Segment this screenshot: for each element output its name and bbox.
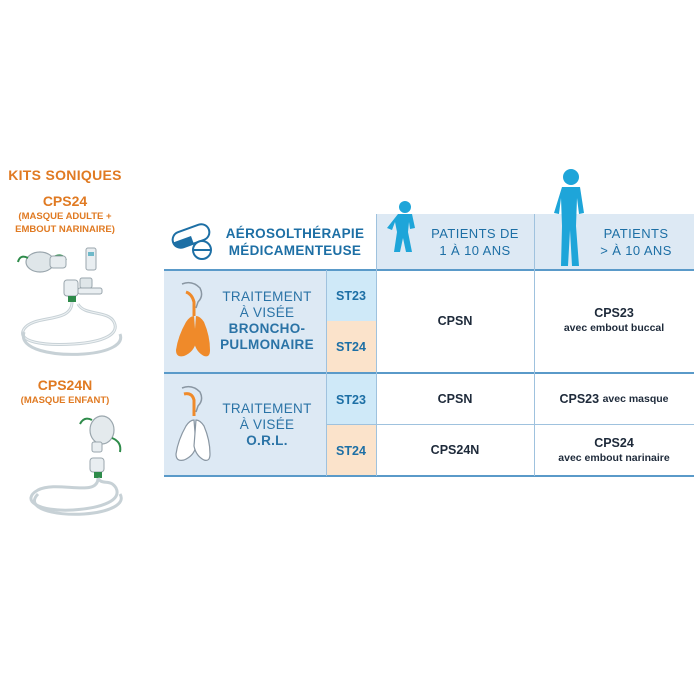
orl-line1: TRAITEMENT [222,401,312,416]
header-adults-line2: > À 10 ANS [600,243,672,258]
divider-adults-left [534,214,535,476]
broncho-kids-text: CPSN [437,313,473,328]
pills-icon [171,223,212,260]
broncho-adults-text: CPS23 [594,306,634,320]
orl-line3: O.R.L. [246,433,288,448]
divider-orl-row [326,424,694,425]
header-title-line1: AÉROSOLTHÉRAPIE [225,226,365,241]
table-header-kids: PATIENTS DE 1 À 10 ANS [376,201,534,270]
orl-row2-kids: CPS24N [376,425,534,476]
kit1-desc-line2: EMBOUT NARINAIRE) [15,224,115,235]
divider-st-left [326,270,327,476]
kit2-desc: (MASQUE ENFANT) [20,395,110,406]
broncho-kids-value: CPSN [376,270,534,372]
lungs-icon [176,281,210,357]
orl-line2: À VISÉE [239,417,295,432]
adult-silhouette-icon [554,169,584,266]
kit1-name: CPS24 [42,193,88,209]
nebulizer-child-mask-kit-icon [29,415,123,516]
broncho-adults-note: avec embout buccal [563,322,665,334]
orl-row2-adults-text: CPS24 [594,435,634,450]
divider-section [164,372,694,374]
table-header-title: AÉROSOLTHÉRAPIE MÉDICAMENTEUSE [164,214,376,270]
broncho-line2: À VISÉE [239,305,295,320]
orl-treatment-cell: TRAITEMENT À VISÉE O.R.L. [164,374,326,476]
orl-row1-kids-text: CPSN [437,392,473,406]
orl-row2-kids-text: CPS24N [430,443,480,457]
header-adults-line1: PATIENTS [603,226,669,241]
ent-lungs-icon [175,385,211,461]
broncho-adults-value: CPS23 avec embout buccal [534,270,694,372]
table-header-adults: PATIENTS > À 10 ANS [534,169,694,270]
kits-title: KITS SONIQUES [8,167,122,183]
orl-row1-adults-text: CPS23 [559,392,600,406]
orl-row2-adults-note: avec embout narinaire [558,451,670,464]
child-silhouette-icon [387,201,415,252]
broncho-line3: BRONCHO- [228,321,306,336]
divider-kids-left [376,214,377,476]
divider-header [164,269,694,271]
orl-row2-adults: CPS24 avec embout narinaire [534,425,694,476]
orl-row1-kids: CPSN [376,374,534,425]
header-kids-line2: 1 À 10 ANS [439,243,511,258]
broncho-st24: ST24 [326,321,376,372]
nebulizer-mask-kit-icon [17,247,123,356]
broncho-st23: ST23 [326,270,376,321]
orl-st24: ST24 [326,425,376,476]
orl-row1-adults: CPS23 avec masque [534,374,694,425]
kit2-name: CPS24N [37,377,93,393]
aerosol-table: AÉROSOLTHÉRAPIE MÉDICAMENTEUSE PATIENTS … [164,169,694,477]
kit1-desc-line1: (MASQUE ADULTE + [18,211,112,222]
header-kids-line1: PATIENTS DE [431,226,519,241]
orl-st23: ST23 [326,374,376,425]
broncho-line1: TRAITEMENT [222,289,312,304]
header-title-line2: MÉDICAMENTEUSE [228,243,362,258]
broncho-treatment-cell: TRAITEMENT À VISÉE BRONCHO- PULMONAIRE [164,270,326,372]
divider-bottom [164,475,694,477]
broncho-line4: PULMONAIRE [220,337,314,352]
orl-row1-adults-note: avec masque [602,393,669,405]
